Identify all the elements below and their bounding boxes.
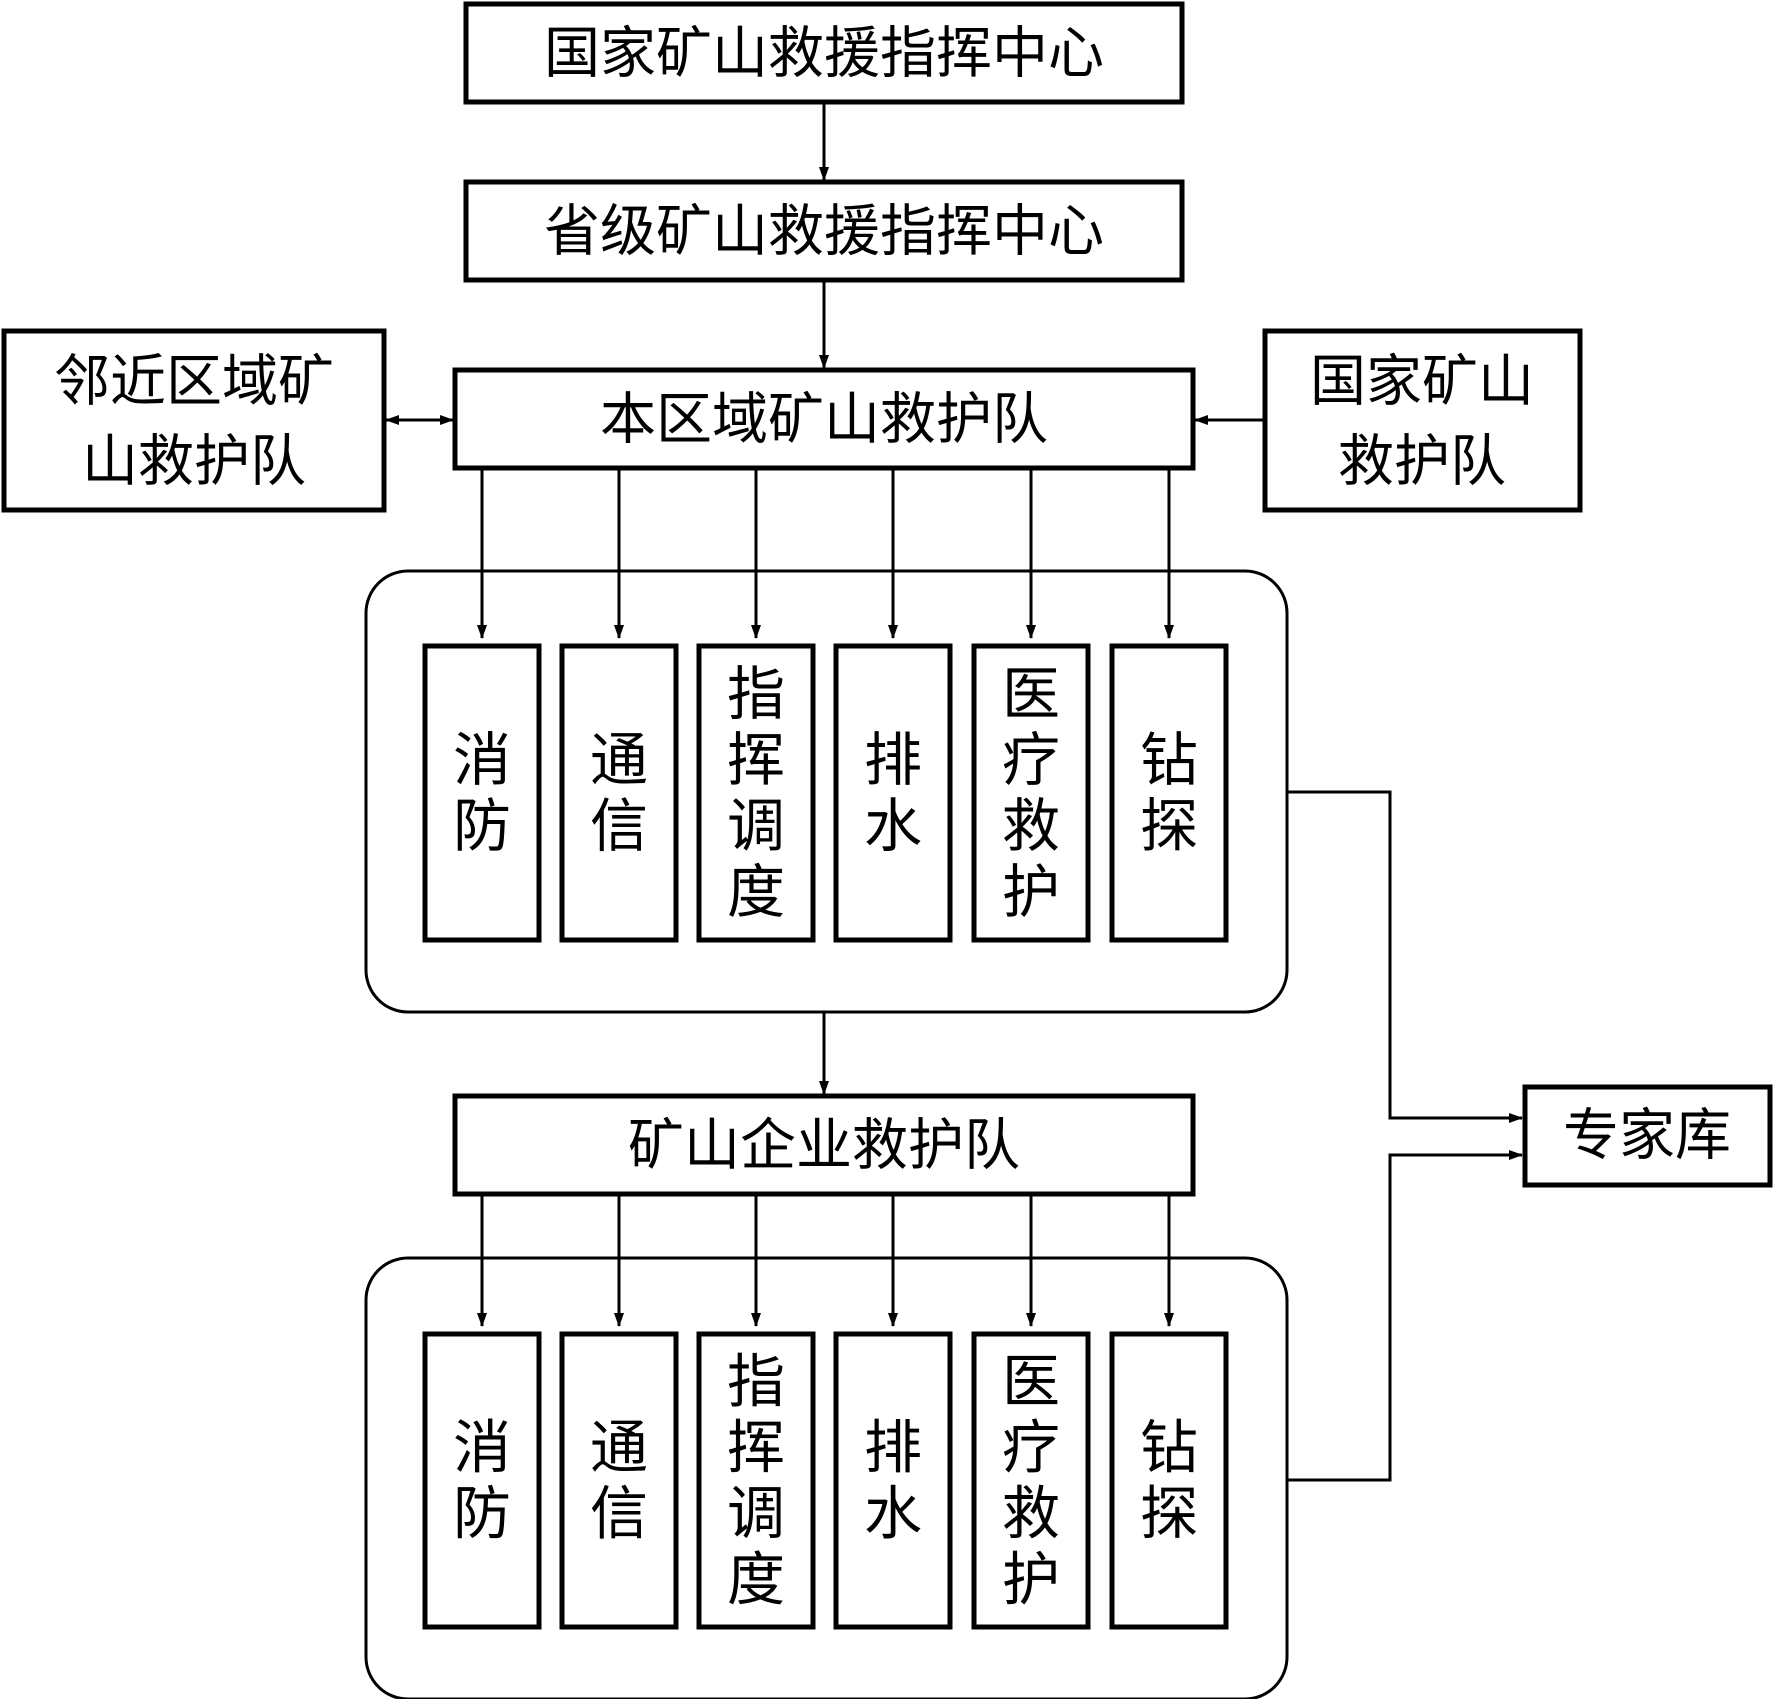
regional-unit-box-medical (971, 643, 1091, 943)
regional-unit-char-medical-2: 救 (1002, 792, 1060, 860)
enterprise-unit-communication: 通信 (559, 1194, 679, 1630)
enterprise-unit-char-medical-2: 救 (1002, 1480, 1060, 1548)
regional-unit-char-fire-1: 防 (453, 792, 511, 860)
regional-unit-box-drilling (1109, 643, 1229, 943)
national-team-node: 国家矿山 救护队 (1262, 328, 1583, 513)
enterprise-unit-char-fire-1: 防 (453, 1480, 511, 1548)
neighbor-team-node: 邻近区域矿 山救护队 (1, 328, 387, 513)
enterprise-unit-char-drainage-1: 水 (864, 1480, 922, 1548)
connector-upper-units-to-expert-db (1287, 790, 1523, 1123)
enterprise-unit-char-drilling-0: 钻 (1140, 1414, 1198, 1482)
national-center-label: 国家矿山救援指挥中心 (544, 22, 1104, 87)
enterprise-unit-box-communication (559, 1331, 679, 1630)
enterprise-unit-char-dispatch-1: 挥 (727, 1414, 785, 1482)
enterprise-unit-char-fire-0: 消 (453, 1414, 511, 1482)
enterprise-unit-char-dispatch-2: 调 (727, 1480, 785, 1548)
expert-database-node: 专家库 (1522, 1084, 1773, 1188)
enterprise-unit-char-medical-3: 护 (1002, 1546, 1060, 1614)
national-center-node: 国家矿山救援指挥中心 (463, 1, 1185, 105)
enterprise-team-node: 矿山企业救护队 (452, 1093, 1196, 1197)
enterprise-unit-box-dispatch (696, 1331, 816, 1630)
enterprise-unit-box-drilling (1109, 1331, 1229, 1630)
enterprise-unit-char-medical-0: 医 (1002, 1348, 1060, 1416)
enterprise-unit-char-communication-0: 通 (590, 1414, 648, 1482)
provincial-center-label: 省级矿山救援指挥中心 (544, 200, 1104, 265)
regional-unit-char-medical-3: 护 (1002, 858, 1060, 926)
enterprise-unit-fire: 消防 (422, 1194, 542, 1630)
regional-unit-box-dispatch (696, 643, 816, 943)
regional-unit-char-fire-0: 消 (453, 726, 511, 794)
regional-unit-char-communication-0: 通 (590, 726, 648, 794)
regional-team-node: 本区域矿山救护队 (452, 367, 1196, 471)
regional-unit-char-medical-0: 医 (1002, 660, 1060, 728)
regional-unit-char-drainage-1: 水 (864, 792, 922, 860)
regional-unit-char-communication-1: 信 (590, 792, 648, 860)
enterprise-unit-drainage: 排水 (833, 1194, 953, 1630)
regional-unit-char-dispatch-3: 度 (727, 858, 785, 926)
regional-unit-char-drilling-0: 钻 (1140, 726, 1198, 794)
regional-unit-drainage: 排水 (833, 468, 953, 943)
enterprise-unit-char-dispatch-3: 度 (727, 1546, 785, 1614)
enterprise-unit-char-medical-1: 疗 (1002, 1414, 1060, 1482)
regional-unit-char-dispatch-0: 指 (727, 660, 785, 728)
provincial-center-node: 省级矿山救援指挥中心 (463, 179, 1185, 283)
regional-unit-box-fire (422, 643, 542, 943)
enterprise-unit-char-drainage-0: 排 (864, 1414, 922, 1482)
enterprise-unit-drilling: 钻探 (1109, 1194, 1229, 1630)
regional-unit-char-medical-1: 疗 (1002, 726, 1060, 794)
regional-unit-communication: 通信 (559, 468, 679, 943)
connector-lower-units-to-expert-db (1287, 1150, 1523, 1482)
regional-unit-drilling: 钻探 (1109, 468, 1229, 943)
enterprise-unit-char-communication-1: 信 (590, 1480, 648, 1548)
regional-unit-char-drainage-0: 排 (864, 726, 922, 794)
neighbor-team-label-line2: 山救护队 (82, 430, 306, 495)
expert-database-label: 专家库 (1563, 1104, 1731, 1169)
neighbor-team-label-line1: 邻近区域矿 (54, 350, 334, 415)
national-team-label-line1: 国家矿山 (1310, 350, 1534, 415)
regional-unit-char-dispatch-1: 挥 (727, 726, 785, 794)
enterprise-unit-box-medical (971, 1331, 1091, 1630)
enterprise-team-label: 矿山企业救护队 (628, 1114, 1020, 1179)
regional-unit-char-drilling-1: 探 (1140, 792, 1198, 860)
enterprise-unit-box-fire (422, 1331, 542, 1630)
regional-unit-box-drainage (833, 643, 953, 943)
regional-unit-char-dispatch-2: 调 (727, 792, 785, 860)
enterprise-unit-box-drainage (833, 1331, 953, 1630)
regional-unit-fire: 消防 (422, 468, 542, 943)
enterprise-unit-char-drilling-1: 探 (1140, 1480, 1198, 1548)
national-team-label-line2: 救护队 (1338, 430, 1506, 495)
enterprise-unit-char-dispatch-0: 指 (727, 1348, 785, 1416)
regional-team-label: 本区域矿山救护队 (600, 388, 1048, 453)
regional-unit-box-communication (559, 643, 679, 943)
